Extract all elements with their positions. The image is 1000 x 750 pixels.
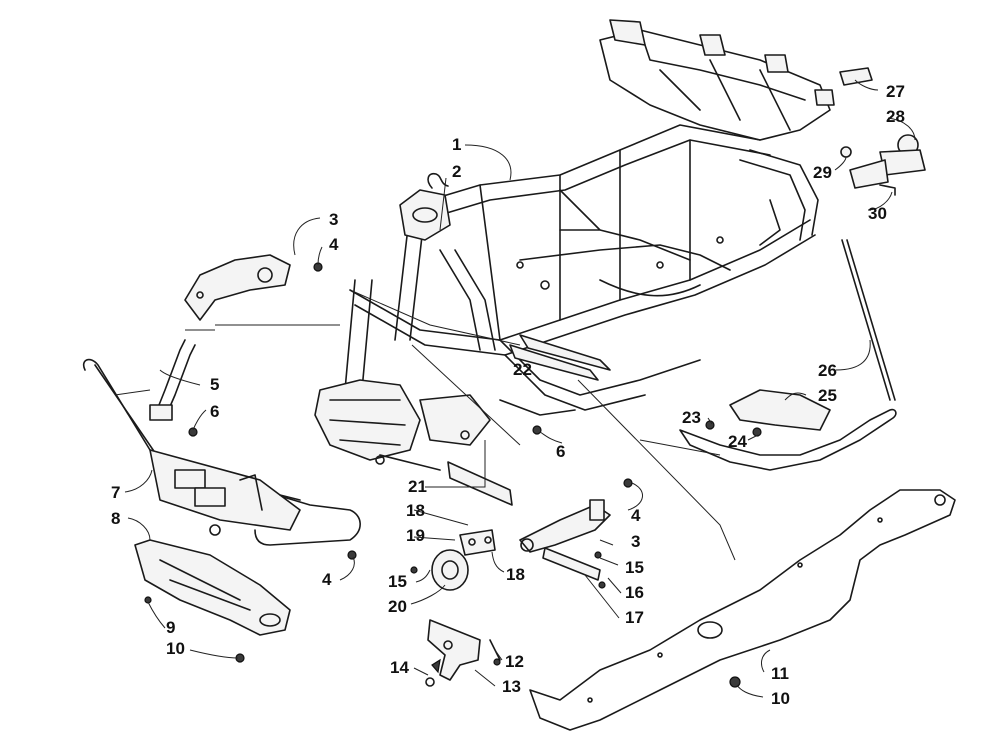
brace-part-5 — [149, 339, 196, 421]
callout-26: 26 — [818, 361, 837, 380]
callout-17: 17 — [625, 608, 644, 627]
callout-15-left: 15 — [388, 572, 407, 591]
pulley-assembly — [431, 529, 496, 591]
rod-part-26 — [841, 239, 896, 401]
callout-10-left: 10 — [166, 639, 185, 658]
callout-30: 30 — [868, 204, 887, 223]
rear-bracket-part-25 — [679, 389, 897, 471]
callout-16: 16 — [625, 583, 644, 602]
callout-28: 28 — [886, 107, 905, 126]
callout-10-right: 10 — [771, 689, 790, 708]
callout-24: 24 — [728, 432, 747, 451]
callout-5: 5 — [210, 375, 219, 394]
callout-19: 19 — [406, 526, 425, 545]
callout-9: 9 — [166, 618, 175, 637]
callout-4-upper: 4 — [329, 235, 339, 254]
callout-29: 29 — [813, 163, 832, 182]
callout-2: 2 — [452, 162, 461, 181]
callout-18-lower: 18 — [506, 565, 525, 584]
callout-4-lower-right: 4 — [631, 506, 641, 525]
main-skid-plate-part-11 — [529, 489, 956, 731]
callout-3-lower: 3 — [631, 532, 640, 551]
callout-14: 14 — [390, 658, 409, 677]
callout-12: 12 — [505, 652, 524, 671]
front-bumper-part-7 — [82, 358, 361, 546]
foam-pad-part-22 — [509, 334, 611, 381]
callout-15-right: 15 — [625, 558, 644, 577]
mount-bracket-part-13 — [425, 619, 501, 687]
callout-23: 23 — [682, 408, 701, 427]
callout-8: 8 — [111, 509, 120, 528]
callout-labels: 1 2 3 4 5 6 7 8 9 10 4 21 18 19 15 18 20… — [111, 82, 905, 708]
front-skid-plate-part-8 — [134, 539, 291, 636]
callout-6-left: 6 — [210, 402, 219, 421]
callout-18-upper: 18 — [406, 501, 425, 520]
clip-part-2 — [427, 172, 449, 189]
main-frame — [314, 19, 835, 471]
callout-1: 1 — [452, 135, 461, 154]
callout-13: 13 — [502, 677, 521, 696]
leader-lines — [114, 79, 916, 698]
callout-3-upper: 3 — [329, 210, 338, 229]
callout-27: 27 — [886, 82, 905, 101]
callout-4-lower-left: 4 — [322, 570, 332, 589]
callout-7: 7 — [111, 483, 120, 502]
bracket-part-3-lower — [519, 499, 611, 553]
callout-6-center: 6 — [556, 442, 565, 461]
bracket-part-3-upper — [184, 254, 291, 321]
callout-11: 11 — [771, 664, 789, 683]
callout-21: 21 — [408, 477, 427, 496]
callout-25: 25 — [818, 386, 837, 405]
callout-20: 20 — [388, 597, 407, 616]
hitch-assembly — [839, 67, 926, 196]
callout-22: 22 — [513, 360, 532, 379]
foam-pad-part-21 — [447, 461, 513, 506]
rod-part-17 — [542, 547, 601, 581]
